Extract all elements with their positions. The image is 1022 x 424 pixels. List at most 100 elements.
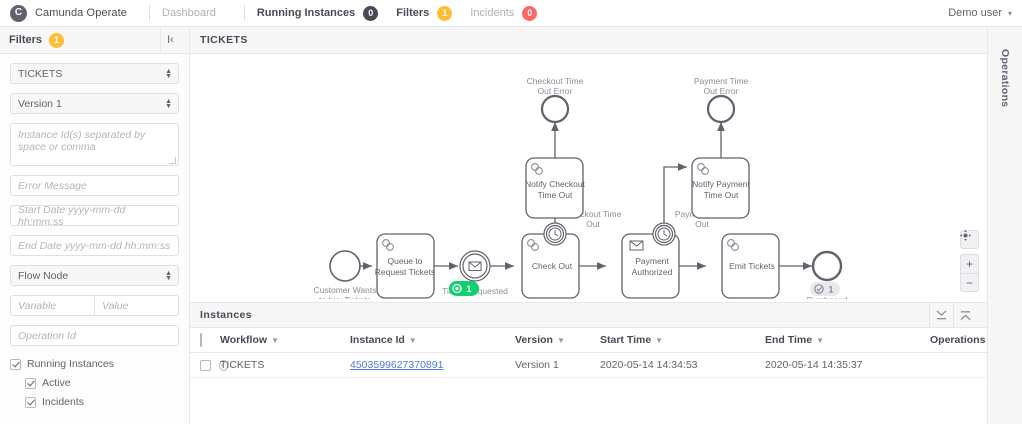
- nav-label-dashboard[interactable]: Dashboard: [162, 7, 216, 19]
- nav-item-running-instances[interactable]: Running Instances 0: [255, 5, 379, 21]
- variable-name-input[interactable]: Variable: [10, 295, 95, 316]
- error-message-input[interactable]: Error Message: [10, 175, 179, 196]
- select-arrows-icon: ▲▼: [165, 97, 172, 110]
- instances-title: Instances: [200, 309, 253, 321]
- checkbox-icon[interactable]: [10, 358, 21, 370]
- th-operations-label: Operations: [930, 334, 986, 346]
- main-column: TICKETS: [190, 27, 987, 424]
- table-row[interactable]: ✓ TICKETS 4503599627370891 Version 1 202…: [190, 352, 987, 378]
- th-workflow[interactable]: Workflow▼: [220, 328, 350, 353]
- th-version-label: Version: [515, 334, 553, 346]
- zoom-out-button[interactable]: −: [960, 273, 979, 292]
- collapse-panel-icon[interactable]: [929, 302, 953, 328]
- user-menu[interactable]: Demo user ▾: [948, 7, 1012, 19]
- svg-text:1: 1: [828, 285, 833, 295]
- sort-caret-icon[interactable]: ▼: [408, 336, 417, 345]
- checkbox-active[interactable]: Active: [25, 377, 179, 389]
- bpmn-node-notify-checkout-time-out[interactable]: Notify Checkout Time Out: [525, 157, 586, 219]
- sort-caret-icon[interactable]: ▼: [816, 336, 824, 345]
- svg-text:Out Error: Out Error: [704, 86, 739, 96]
- th-version[interactable]: Version▼: [515, 328, 600, 353]
- checkbox-label: Running Instances: [27, 358, 114, 370]
- svg-text:Check Out: Check Out: [532, 261, 573, 271]
- svg-text:Checkout Time: Checkout Time: [527, 76, 584, 86]
- badge-running-instances: 0: [363, 5, 379, 21]
- bpmn-node-payment-time-out-error[interactable]: Payment Time Out Error: [694, 76, 749, 124]
- nav-item-filters[interactable]: Filters 1: [394, 5, 453, 21]
- operations-label: Operations: [999, 49, 1011, 108]
- diagram-zoom-controls: + −: [960, 230, 979, 292]
- th-workflow-label: Workflow: [220, 334, 268, 346]
- bpmn-node-purchased[interactable]: Purchased 1: [807, 250, 848, 299]
- active-instance-badge[interactable]: 1: [449, 281, 479, 296]
- cell-version: Version 1: [515, 352, 600, 378]
- sort-caret-icon[interactable]: ▼: [556, 336, 565, 345]
- service-task-gear-icon: [382, 239, 394, 251]
- checkbox-incidents[interactable]: Incidents: [25, 396, 179, 408]
- row-checkbox[interactable]: [200, 359, 211, 371]
- svg-text:Request Tickets: Request Tickets: [375, 267, 435, 277]
- select-all-checkbox[interactable]: [200, 333, 202, 347]
- app-body: Filters 1 I‹ TICKETS ▲▼ Version 1 ▲▼ Ins…: [0, 26, 1022, 424]
- bpmn-node-payment-authorized[interactable]: Payment Authorized: [621, 233, 680, 299]
- svg-text:Out: Out: [695, 219, 709, 229]
- workflow-select[interactable]: TICKETS ▲▼: [10, 63, 179, 84]
- bpmn-diagram-svg: Customer Wants to buy Tickets Queue to R…: [314, 76, 848, 299]
- expand-panel-icon[interactable]: [953, 302, 977, 328]
- bpmn-boundary-event-checkout-timer[interactable]: Checkout Time Out: [543, 209, 622, 246]
- nav-label-running-instances[interactable]: Running Instances: [256, 7, 356, 19]
- workflow-select-value: TICKETS: [18, 67, 63, 80]
- bpmn-node-notify-payment-time-out[interactable]: Notify Payment Time Out: [691, 157, 750, 219]
- svg-text:Out: Out: [586, 219, 600, 229]
- instance-ids-textarea[interactable]: Instance Id(s) separated by space or com…: [10, 123, 179, 166]
- instances-panel-header: Instances: [190, 302, 987, 328]
- nav-label-filters[interactable]: Filters: [396, 7, 430, 19]
- svg-text:Emit Tickets: Emit Tickets: [729, 261, 775, 271]
- svg-text:Notify Payment: Notify Payment: [692, 179, 750, 189]
- crosshair-icon: [960, 230, 971, 241]
- checkbox-icon[interactable]: [25, 396, 36, 408]
- th-start-time[interactable]: Start Time▼: [600, 328, 765, 353]
- svg-text:Time Out: Time Out: [704, 190, 739, 200]
- checkbox-running-instances[interactable]: Running Instances: [10, 358, 179, 370]
- operation-id-input[interactable]: Operation Id: [10, 325, 179, 346]
- checkbox-icon[interactable]: [25, 377, 36, 389]
- nav-item-incidents[interactable]: Incidents 0: [468, 5, 538, 21]
- service-task-gear-icon: [527, 239, 539, 251]
- operation-id-placeholder: Operation Id: [18, 329, 76, 342]
- sort-caret-icon[interactable]: ▼: [271, 336, 279, 345]
- bpmn-node-checkout-time-out-error[interactable]: Checkout Time Out Error: [527, 76, 584, 124]
- sort-caret-icon[interactable]: ▼: [655, 336, 664, 345]
- bpmn-node-check-out[interactable]: Check Out: [521, 233, 580, 299]
- flow-node-select[interactable]: Flow Node ▲▼: [10, 265, 179, 286]
- variable-value-input[interactable]: Value: [95, 295, 179, 316]
- resize-handle-icon[interactable]: [169, 157, 176, 164]
- instances-panel: Instances: [190, 302, 987, 424]
- version-select[interactable]: Version 1 ▲▼: [10, 93, 179, 114]
- operations-panel-toggle[interactable]: Operations: [987, 27, 1022, 424]
- reset-zoom-icon[interactable]: [960, 230, 979, 249]
- bpmn-node-emit-tickets[interactable]: Emit Tickets: [721, 233, 780, 299]
- collapse-filters-panel-icon[interactable]: I‹: [160, 26, 180, 54]
- bpmn-diagram-canvas[interactable]: Customer Wants to buy Tickets Queue to R…: [190, 54, 987, 302]
- end-date-input[interactable]: End Date yyyy-mm-dd hh:mm:ss: [10, 235, 179, 256]
- bpmn-node-start[interactable]: Customer Wants to buy Tickets: [314, 250, 377, 299]
- th-instance-id[interactable]: Instance Id▼: [350, 328, 515, 353]
- bpmn-node-ticket-requested[interactable]: Ticket Requested 1: [442, 250, 508, 296]
- nav-label-incidents[interactable]: Incidents: [470, 7, 515, 19]
- svg-text:Purchased: Purchased: [807, 295, 848, 299]
- filters-panel-header: Filters 1 I‹: [0, 26, 189, 54]
- table-header-row: Workflow▼ Instance Id▼ Version▼ Start Ti…: [190, 328, 987, 353]
- checkbox-label: Incidents: [42, 396, 85, 408]
- instance-id-link[interactable]: 4503599627370891: [350, 359, 444, 371]
- nav-item-dashboard[interactable]: Dashboard: [160, 7, 218, 19]
- bpmn-node-queue-request-tickets[interactable]: Queue to Request Tickets: [375, 233, 435, 299]
- brand-name: Camunda Operate: [35, 7, 127, 19]
- brand[interactable]: C Camunda Operate: [10, 4, 139, 22]
- start-date-input[interactable]: Start Date yyyy-mm-dd hh:mm:ss: [10, 204, 179, 228]
- completed-instance-badge[interactable]: 1: [810, 282, 840, 296]
- zoom-in-button[interactable]: +: [960, 254, 979, 273]
- variable-name-placeholder: Variable: [18, 299, 57, 312]
- th-end-time[interactable]: End Time▼: [765, 328, 930, 353]
